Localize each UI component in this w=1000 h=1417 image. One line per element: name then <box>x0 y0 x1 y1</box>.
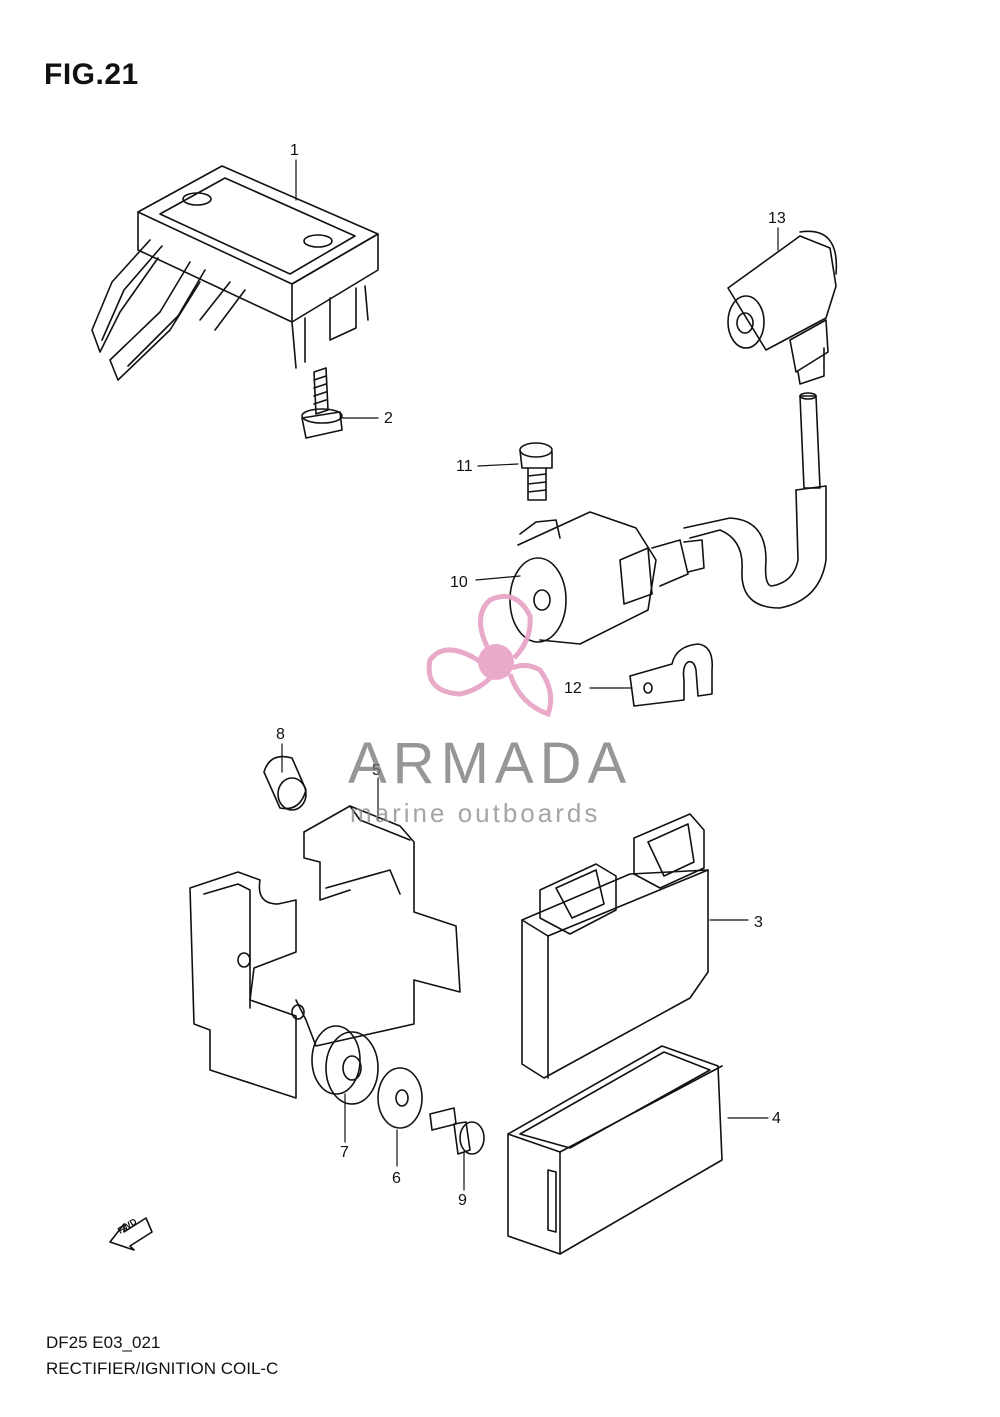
diagram-caption: RECTIFIER/IGNITION COIL-C <box>46 1359 279 1378</box>
bolt-11 <box>520 443 552 500</box>
callout-6: 6 <box>392 1170 401 1187</box>
watermark-brand: ARMADA <box>348 731 633 796</box>
watermark-tagline: marine outboards <box>350 798 601 828</box>
figure-title: FIG.21 <box>44 58 139 91</box>
cover-4 <box>508 1046 722 1254</box>
bolt-2 <box>302 368 342 438</box>
igniter-unit-3 <box>522 814 708 1078</box>
callout-5: 5 <box>372 762 381 779</box>
rectifier-part <box>92 166 378 380</box>
leader-lines <box>282 160 778 1190</box>
bracket-5 <box>190 806 460 1098</box>
grommet-7 <box>312 1026 378 1104</box>
callout-4: 4 <box>772 1110 781 1127</box>
callout-1: 1 <box>290 142 299 159</box>
callout-3: 3 <box>754 914 763 931</box>
callout-9: 9 <box>458 1192 467 1209</box>
callout-11: 11 <box>456 458 473 475</box>
fwd-arrow-icon <box>110 1218 152 1250</box>
bolt-9 <box>430 1108 484 1154</box>
callout-12: 12 <box>564 680 582 697</box>
diagram-code: DF25 E03_021 <box>46 1333 161 1352</box>
ignition-coil-10 <box>510 512 704 644</box>
callout-8: 8 <box>276 726 285 743</box>
armada-propeller-logo <box>429 596 551 714</box>
clamp-12 <box>630 644 712 706</box>
callout-10: 10 <box>450 574 468 591</box>
washer-6 <box>378 1068 422 1128</box>
cap-8 <box>264 757 306 810</box>
plug-cap-13 <box>728 231 836 384</box>
ignition-lead <box>684 393 826 608</box>
callout-2: 2 <box>384 410 393 427</box>
callout-13: 13 <box>768 210 786 227</box>
callout-7: 7 <box>340 1144 349 1161</box>
